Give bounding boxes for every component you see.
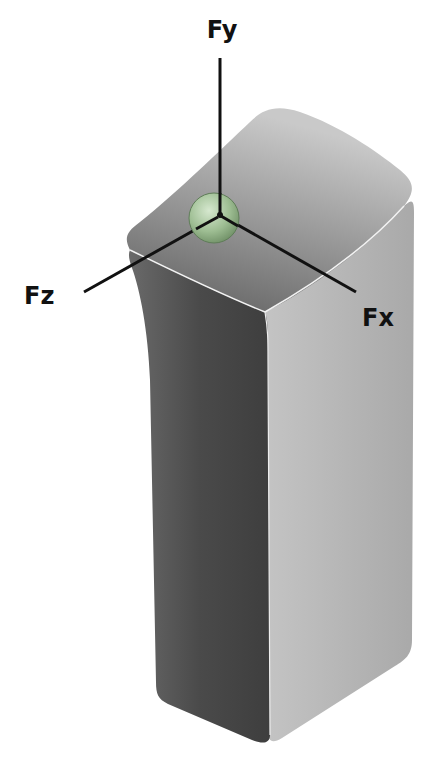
edge-line <box>265 206 404 312</box>
top-face <box>127 108 412 312</box>
force-line <box>196 217 218 229</box>
force-line <box>222 216 356 292</box>
force-line <box>219 193 222 214</box>
force-label: Fy <box>207 18 238 42</box>
force-label: Fz <box>24 284 54 308</box>
load-sphere <box>189 193 239 243</box>
edge-line <box>265 312 270 735</box>
edge-line <box>130 250 265 312</box>
load-point <box>217 212 223 218</box>
force-label: Fx <box>362 306 394 330</box>
force-line <box>221 216 238 226</box>
force-line <box>219 58 222 214</box>
left-face <box>129 250 270 743</box>
